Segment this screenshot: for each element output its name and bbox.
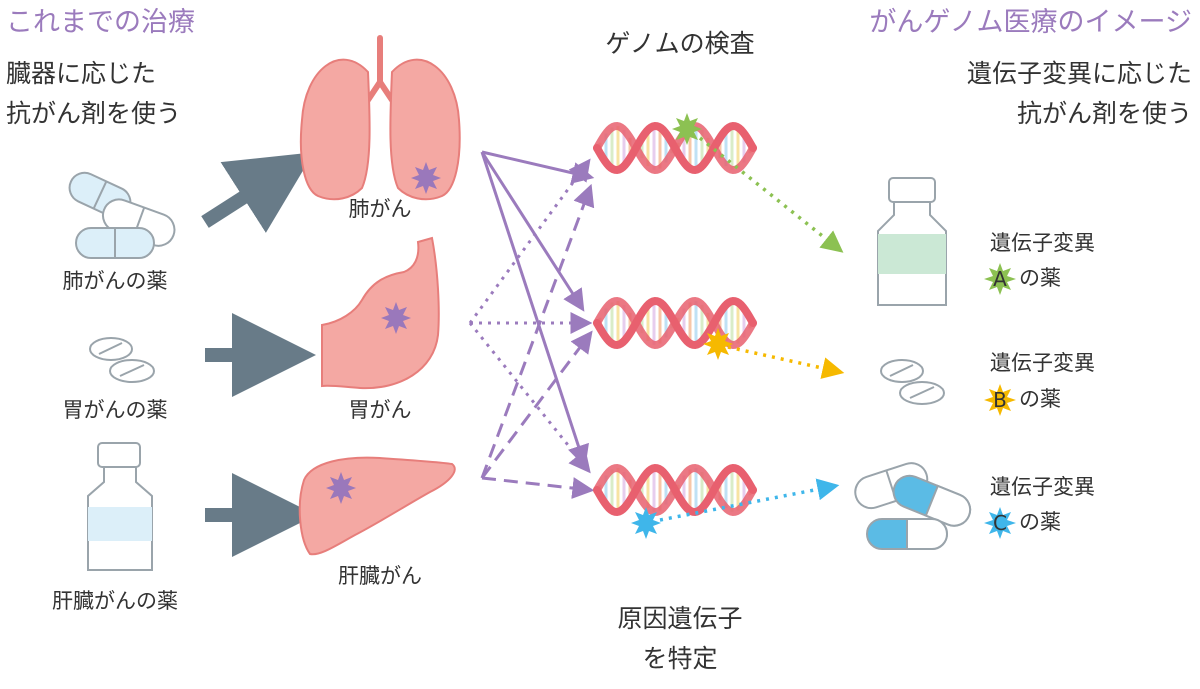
genome-test-label: ゲノムの検査 [605,29,755,58]
genomic-medicine-heading: がんゲノム医療のイメージ [869,7,1192,38]
lung-cancer-label: 肺がん [348,197,412,221]
stomach-cancer-label: 胃がん [348,398,412,422]
right-caption-line-1: 遺伝子変異に応じた [966,59,1192,88]
dna-helix-2 [593,296,757,350]
lung-drug-label: 肺がんの薬 [62,269,168,293]
mutation-b-label: 遺伝子変異 [990,351,1095,375]
drug-c-capsules-icon [854,462,972,550]
liver-cancer-label: 肝臓がん [338,564,422,588]
mutation-c-drug: C の薬 [983,506,1061,540]
liver-to-genome-arrows [480,183,595,499]
arrow-mutation-c-to-drug [659,478,840,522]
dna-helix-1 [593,121,757,175]
dna-strand [593,121,757,175]
arrow-mutation-b-to-drug [727,345,845,379]
drug-b-tablets-icon [880,359,945,405]
mutation-c-marker [631,507,661,539]
arrow-to-lung [201,152,314,233]
arrow-mutation-a-to-drug [698,136,844,253]
drug-a-bottle-icon [877,177,947,306]
dna-helix-3 [593,463,757,517]
mutation-b-letter: B [993,388,1007,412]
mutation-c-label: 遺伝子変異 [990,475,1095,499]
lung-to-genome-arrows [480,150,595,468]
mutation-c-suffix: の薬 [1019,510,1061,534]
mutation-a-marker [672,113,702,145]
left-caption-line-1: 臓器に応じた [6,59,157,88]
stomach-tumor-icon [381,302,411,334]
lung-cancer-drug-capsules-icon [68,171,176,259]
lung-tumor-icon [411,162,441,194]
mutation-a-drug: A の薬 [983,262,1061,296]
liver-tumor-icon [326,472,356,504]
dna-strand [593,296,757,350]
liver-cancer-drug-bottle-icon [87,442,153,571]
conventional-treatment-heading: これまでの治療 [6,7,195,38]
stomach-icon [321,236,440,390]
mutation-b-badge-icon: B [983,383,1017,417]
stomach-to-genome-arrows [468,158,593,474]
left-caption-line-2: 抗がん剤を使う [6,99,182,128]
bottom-caption-line-1: 原因遺伝子 [617,604,743,633]
bottom-caption-line-2: を特定 [642,644,718,673]
mutation-c-letter: C [993,511,1007,535]
dna-strand [593,463,757,517]
lungs-icon [299,35,461,201]
mutation-a-letter: A [993,267,1007,291]
stomach-cancer-drug-tablets-icon [89,337,155,383]
mutation-b-marker [703,328,733,360]
liver-icon [298,456,456,556]
mutation-a-suffix: の薬 [1019,266,1061,290]
mutation-a-label: 遺伝子変異 [990,231,1095,255]
stomach-drug-label: 胃がんの薬 [62,398,168,422]
mutation-b-drug: B の薬 [983,383,1061,417]
liver-drug-label: 肝臓がんの薬 [52,589,178,613]
mutation-c-badge-icon: C [983,506,1017,540]
mutation-a-badge-icon: A [983,262,1017,296]
mutation-b-suffix: の薬 [1019,387,1061,411]
right-caption-line-2: 抗がん剤を使う [1016,99,1192,128]
